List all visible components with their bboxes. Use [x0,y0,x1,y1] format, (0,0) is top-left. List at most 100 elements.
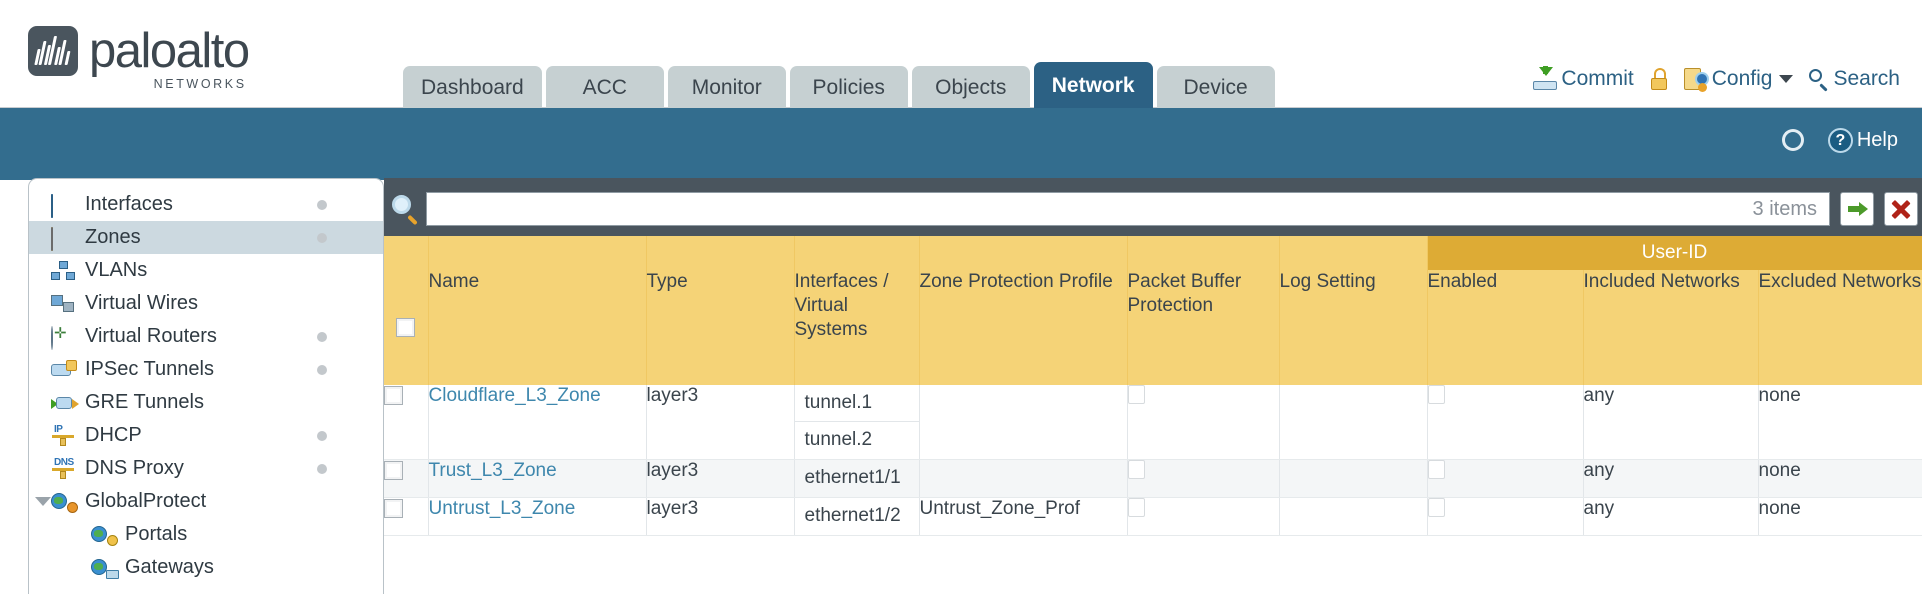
table-row[interactable]: Untrust_L3_Zone layer3 ethernet1/2 Untru… [384,497,1922,536]
column-header-zone-protection-profile[interactable]: Zone Protection Profile [919,270,1128,385]
clear-filter-button[interactable] [1884,192,1918,226]
search-input[interactable]: 3 items [426,192,1830,226]
sidebar-item-label: GRE Tunnels [85,391,204,413]
globalprotect-icon [51,492,78,513]
packet-buffer-protection-checkbox[interactable] [1127,460,1145,479]
userid-enabled-checkbox[interactable] [1427,460,1445,479]
table-row[interactable]: Cloudflare_L3_Zone layer3 tunnel.1 tunne… [384,385,1922,460]
select-all-checkbox[interactable] [396,318,416,338]
brand-name: paloalto [89,24,250,78]
sidebar-item-ipsec-tunnels[interactable]: IPSec Tunnels [29,353,383,386]
zones-content-panel: 3 items [384,178,1922,594]
ipsec-tunnels-icon [51,359,77,380]
search-button[interactable]: Search [1809,67,1900,92]
interface-entry: tunnel.2 [804,429,873,450]
row-select-cell [384,385,429,460]
arrow-right-icon [1848,206,1861,212]
row-select-cell [384,459,429,498]
sidebar-item-label: DNS Proxy [85,457,184,479]
cell-log-setting [1279,385,1428,460]
zone-name-link[interactable]: Cloudflare_L3_Zone [428,385,601,406]
column-header-excluded-networks[interactable]: Excluded Networks [1758,270,1922,385]
row-select-checkbox[interactable] [384,461,403,481]
expand-collapse-caret-icon[interactable] [35,497,51,506]
lock-button[interactable] [1650,68,1668,90]
column-header-included-networks[interactable]: Included Networks [1583,270,1759,385]
secondary-blue-bar: ? Help [0,108,1922,180]
sidebar-item-dns-proxy[interactable]: DNS DNS Proxy [29,452,383,485]
cell-zone-protection-profile [919,459,1128,498]
cell-included-networks: any [1583,497,1759,536]
column-header-type[interactable]: Type [646,270,795,385]
column-header-interfaces[interactable]: Interfaces / Virtual Systems [794,270,920,385]
group-spacer [919,236,1128,270]
cell-userid-enabled [1427,385,1584,460]
row-select-checkbox[interactable] [384,499,403,519]
tab-monitor[interactable]: Monitor [667,66,786,109]
network-sidebar: Interfaces Zones VLANs Virtual Wires Vir… [28,178,384,594]
sidebar-status-dot-icon [317,332,327,342]
group-spacer [1127,236,1280,270]
cell-excluded-networks: none [1758,497,1922,536]
column-header-enabled[interactable]: Enabled [1427,270,1584,385]
tab-device[interactable]: Device [1156,66,1275,109]
commit-button[interactable]: Commit [1533,66,1634,91]
sidebar-item-globalprotect[interactable]: GlobalProtect [29,485,383,518]
sidebar-item-gre-tunnels[interactable]: GRE Tunnels [29,386,383,419]
table-header-row: Name Type Interfaces / Virtual Systems Z… [384,270,1922,385]
column-header-name[interactable]: Name [428,270,647,385]
sidebar-item-gateways[interactable]: Gateways [29,551,383,584]
zones-table-container: User-ID Name Type Interfaces / Virtual S… [384,236,1922,594]
group-spacer [1279,236,1428,270]
tab-network[interactable]: Network [1033,62,1153,109]
table-row[interactable]: Trust_L3_Zone layer3 ethernet1/1 [384,459,1922,498]
sidebar-item-portals[interactable]: Portals [29,518,383,551]
sidebar-item-label: IPSec Tunnels [85,358,214,380]
sidebar-item-zones[interactable]: Zones [29,221,383,254]
sidebar-item-virtual-wires[interactable]: Virtual Wires [29,287,383,320]
portals-icon [91,525,118,546]
cell-included-networks: any [1583,459,1759,498]
zone-name-link[interactable]: Trust_L3_Zone [428,460,557,481]
zone-name-link[interactable]: Untrust_L3_Zone [428,498,576,519]
vlans-icon [51,260,77,281]
tab-dashboard[interactable]: Dashboard [403,66,542,109]
cell-included-networks: any [1583,385,1759,460]
cell-interfaces: ethernet1/2 [794,497,920,536]
help-button[interactable]: ? Help [1827,128,1898,153]
dns-proxy-icon: DNS [51,457,77,479]
sidebar-item-dhcp[interactable]: IP DHCP [29,419,383,452]
sidebar-item-interfaces[interactable]: Interfaces [29,188,383,221]
tab-acc[interactable]: ACC [545,66,664,109]
tab-objects[interactable]: Objects [911,66,1030,109]
packet-buffer-protection-checkbox[interactable] [1127,498,1145,517]
config-label: Config [1711,67,1773,90]
apply-filter-button[interactable] [1840,192,1874,226]
cell-interfaces: tunnel.1 tunnel.2 [794,385,920,460]
cell-name: Untrust_L3_Zone [428,497,647,536]
dhcp-icon: IP [51,424,77,446]
column-header-packet-buffer-protection[interactable]: Packet Buffer Protection [1127,270,1280,385]
userid-enabled-checkbox[interactable] [1427,385,1445,404]
row-select-checkbox[interactable] [384,386,403,406]
refresh-icon[interactable] [1781,128,1806,153]
cell-userid-enabled [1427,459,1584,498]
sidebar-item-vlans[interactable]: VLANs [29,254,383,287]
sidebar-item-virtual-routers[interactable]: Virtual Routers [29,320,383,353]
cell-excluded-networks: none [1758,385,1922,460]
sidebar-item-label: Virtual Wires [85,292,198,314]
interface-entry: tunnel.1 [794,385,919,422]
config-menu[interactable]: Config [1683,67,1794,92]
virtual-wires-icon [51,294,77,314]
userid-enabled-checkbox[interactable] [1427,498,1445,517]
sidebar-status-dot-icon [317,431,327,441]
paloalto-logo-mark-icon [28,26,78,76]
column-header-log-setting[interactable]: Log Setting [1279,270,1428,385]
cell-type: layer3 [646,385,795,460]
group-header-user-id: User-ID [1427,236,1922,270]
packet-buffer-protection-checkbox[interactable] [1127,385,1145,404]
search-icon [1809,69,1829,92]
sidebar-item-label: Zones [85,226,141,248]
tab-policies[interactable]: Policies [789,66,908,109]
filter-search-icon[interactable] [390,194,420,226]
